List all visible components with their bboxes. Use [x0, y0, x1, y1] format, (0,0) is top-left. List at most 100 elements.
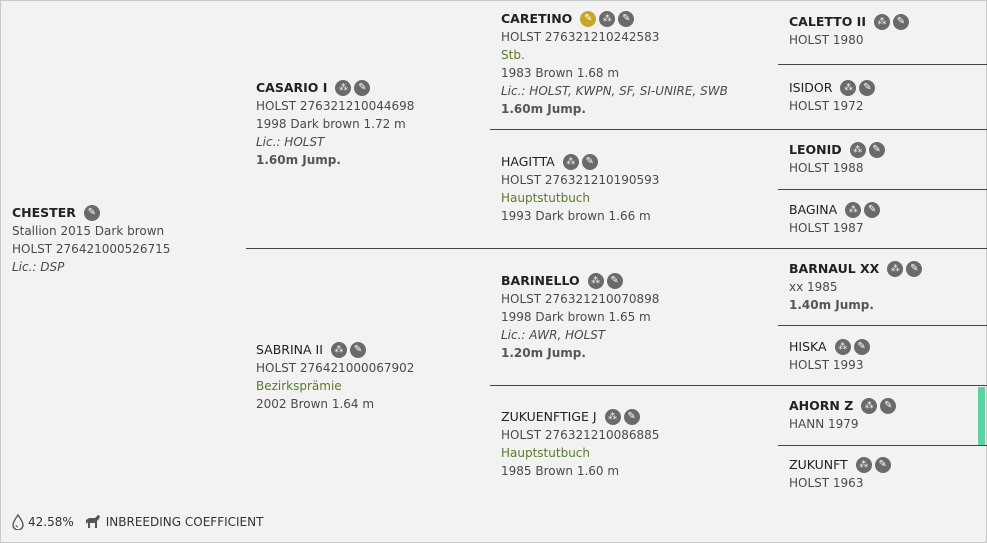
- sd-award: Hauptstutbuch: [501, 191, 590, 205]
- g3-info: HOLST 1988: [789, 161, 864, 175]
- sire-dam-horse: HAGITTA ⁂ ✎ HOLST 276321210190593 Haupts…: [501, 153, 659, 225]
- g3-info: HOLST 1993: [789, 358, 864, 372]
- subject-name[interactable]: CHESTER: [12, 205, 76, 220]
- ds-name[interactable]: BARINELLO: [501, 273, 580, 288]
- edit-icon[interactable]: ✎: [606, 273, 623, 289]
- divider-gen3: [778, 325, 987, 326]
- edit-icon[interactable]: ✎: [906, 261, 923, 277]
- edit-icon[interactable]: ✎: [864, 202, 881, 218]
- edit-icon[interactable]: ✎: [618, 11, 635, 27]
- g3-name[interactable]: ZUKUNFT: [789, 457, 848, 472]
- horse-icon: [84, 514, 102, 530]
- dam-dam-horse: ZUKUENFTIGE J ⁂ ✎ HOLST 276321210086885 …: [501, 408, 659, 480]
- sd-detail: 1993 Dark brown 1.66 m: [501, 209, 651, 223]
- g3-horse: HISKA ⁂ ✎ HOLST 1993: [789, 338, 870, 374]
- ds-perf: 1.20m Jump.: [501, 346, 586, 360]
- dam-sire-horse: BARINELLO ⁂ ✎ HOLST 276321210070898 1998…: [501, 272, 659, 362]
- dd-detail: 1985 Brown 1.60 m: [501, 464, 620, 478]
- dd-reg: HOLST 276321210086885: [501, 428, 660, 442]
- g3-horse: ZUKUNFT ⁂ ✎ HOLST 1963: [789, 456, 891, 492]
- g3-horse: AHORN Z ⁂ ✎ HANN 1979: [789, 397, 897, 433]
- subject-lic: Lic.: DSP: [12, 260, 65, 274]
- pedigree-icon[interactable]: ⁂: [834, 339, 851, 355]
- edit-icon[interactable]: ✎: [880, 398, 897, 414]
- g3-info: HOLST 1972: [789, 99, 864, 113]
- ds-detail: 1998 Dark brown 1.65 m: [501, 310, 651, 324]
- g3-horse: ISIDOR ⁂ ✎ HOLST 1972: [789, 79, 876, 115]
- g3-name[interactable]: HISKA: [789, 339, 827, 354]
- pedigree-icon[interactable]: ⁂: [604, 409, 621, 425]
- gold-edit-icon[interactable]: ✎: [580, 11, 597, 27]
- g3-horse: BAGINA ⁂ ✎ HOLST 1987: [789, 201, 881, 237]
- ss-perf: 1.60m Jump.: [501, 102, 586, 116]
- g3-info: HOLST 1987: [789, 221, 864, 235]
- g3-info: HOLST 1963: [789, 476, 864, 490]
- edit-icon[interactable]: ✎: [354, 80, 371, 96]
- pedigree-icon[interactable]: ⁂: [855, 457, 872, 473]
- pedigree-icon[interactable]: ⁂: [335, 80, 352, 96]
- ss-name[interactable]: CARETINO: [501, 11, 573, 26]
- g3-info: HANN 1979: [789, 417, 859, 431]
- ss-lic: Lic.: HOLST, KWPN, SF, SI-UNIRE, SWB: [501, 84, 728, 98]
- drop-icon: [12, 514, 24, 530]
- divider-gen3: [778, 445, 987, 446]
- sire-perf: 1.60m Jump.: [256, 153, 341, 167]
- g3-name[interactable]: CALETTO II: [789, 14, 866, 29]
- g3-name[interactable]: AHORN Z: [789, 398, 854, 413]
- sire-detail: 1998 Dark brown 1.72 m: [256, 117, 406, 131]
- g3-name[interactable]: BAGINA: [789, 202, 838, 217]
- subject-horse: CHESTER ✎ Stallion 2015 Dark brown HOLST…: [12, 204, 170, 276]
- divider-gen2: [490, 129, 987, 130]
- sire-sire-horse: CARETINO ✎ ⁂ ✎ HOLST 276321210242583 Stb…: [501, 10, 728, 118]
- g3-perf: 1.40m Jump.: [789, 298, 874, 312]
- pedigree-icon[interactable]: ⁂: [887, 261, 904, 277]
- divider-gen3: [778, 64, 987, 65]
- subject-line1: Stallion 2015 Dark brown: [12, 224, 165, 238]
- dam-name[interactable]: SABRINA II: [256, 342, 323, 357]
- edit-icon[interactable]: ✎: [349, 342, 366, 358]
- sd-name[interactable]: HAGITTA: [501, 154, 555, 169]
- edit-icon[interactable]: ✎: [83, 205, 100, 221]
- g3-horse: LEONID ⁂ ✎ HOLST 1988: [789, 141, 885, 177]
- divider-gen3: [778, 189, 987, 190]
- pedigree-icon[interactable]: ⁂: [599, 11, 616, 27]
- dam-reg: HOLST 276421000067902: [256, 361, 415, 375]
- pedigree-icon[interactable]: ⁂: [845, 202, 862, 218]
- edit-icon[interactable]: ✎: [892, 14, 909, 30]
- pedigree-icon[interactable]: ⁂: [587, 273, 604, 289]
- edit-icon[interactable]: ✎: [874, 457, 891, 473]
- edit-icon[interactable]: ✎: [853, 339, 870, 355]
- sire-lic: Lic.: HOLST: [256, 135, 325, 149]
- pedigree-icon[interactable]: ⁂: [849, 142, 866, 158]
- pedigree-icon[interactable]: ⁂: [861, 398, 878, 414]
- coefficient-label: INBREEDING COEFFICIENT: [105, 515, 264, 529]
- g3-name[interactable]: BARNAUL XX: [789, 261, 880, 276]
- coefficient-value: 42.58%: [28, 515, 74, 529]
- sd-reg: HOLST 276321210190593: [501, 173, 660, 187]
- pedigree-icon[interactable]: ⁂: [840, 80, 857, 96]
- edit-icon[interactable]: ✎: [581, 154, 598, 170]
- sire-reg: HOLST 276321210044698: [256, 99, 415, 113]
- pedigree-icon[interactable]: ⁂: [562, 154, 579, 170]
- dd-name[interactable]: ZUKUENFTIGE J: [501, 409, 597, 424]
- sire-name[interactable]: CASARIO I: [256, 80, 328, 95]
- g3-name[interactable]: ISIDOR: [789, 80, 833, 95]
- inbreeding-footer: 42.58% INBREEDING COEFFICIENT: [12, 514, 263, 530]
- ss-status: Stb.: [501, 48, 525, 62]
- pedigree-icon[interactable]: ⁂: [873, 14, 890, 30]
- dd-award: Hauptstutbuch: [501, 446, 590, 460]
- dam-detail: 2002 Brown 1.64 m: [256, 397, 375, 411]
- divider-gen1: [246, 248, 987, 249]
- sire-horse: CASARIO I ⁂ ✎ HOLST 276321210044698 1998…: [256, 79, 414, 169]
- ss-reg: HOLST 276321210242583: [501, 30, 660, 44]
- dam-award: Bezirksprämie: [256, 379, 342, 393]
- edit-icon[interactable]: ✎: [868, 142, 885, 158]
- ds-reg: HOLST 276321210070898: [501, 292, 660, 306]
- highlight-marker: [978, 387, 985, 445]
- g3-horse: BARNAUL XX ⁂ ✎ xx 1985 1.40m Jump.: [789, 260, 923, 314]
- g3-horse: CALETTO II ⁂ ✎ HOLST 1980: [789, 13, 909, 49]
- g3-name[interactable]: LEONID: [789, 142, 842, 157]
- pedigree-icon[interactable]: ⁂: [330, 342, 347, 358]
- edit-icon[interactable]: ✎: [623, 409, 640, 425]
- edit-icon[interactable]: ✎: [859, 80, 876, 96]
